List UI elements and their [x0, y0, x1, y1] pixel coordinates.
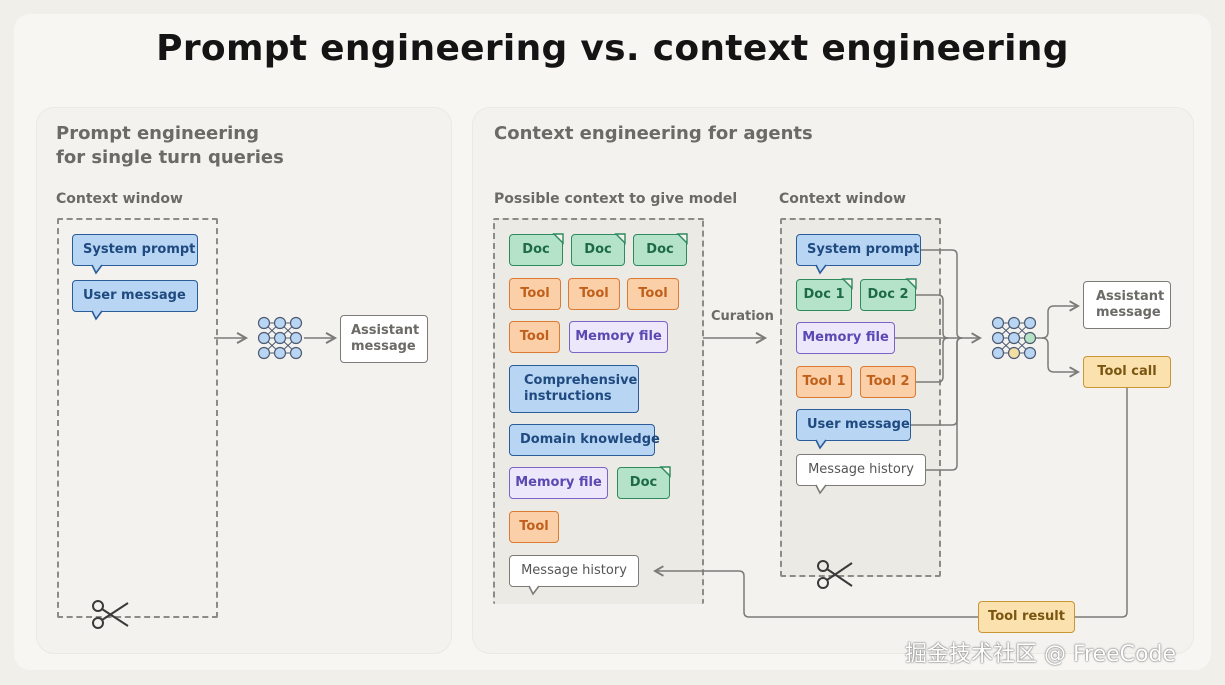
- right-scissors-icon: [817, 560, 853, 589]
- window-doc-1: Doc 1: [796, 279, 852, 311]
- possible-context-label: Possible context to give model: [494, 191, 738, 207]
- tail-window-system: [815, 264, 827, 275]
- doc-corners: [552, 233, 917, 478]
- context-panel-title: Context engineering for agents: [494, 123, 813, 144]
- bubble-tails: [91, 264, 827, 596]
- right-context-window-label: Context window: [779, 191, 906, 207]
- possible-doc-4: Doc: [617, 467, 670, 499]
- window-system-prompt: System prompt: [796, 234, 921, 266]
- possible-tool-5: Tool: [509, 511, 559, 543]
- possible-domain-knowledge: Domain knowledge: [509, 424, 660, 456]
- possible-doc-3: Doc: [633, 234, 687, 266]
- prompt-panel-title-line2: for single turn queries: [56, 147, 284, 168]
- curation-label: Curation: [711, 309, 774, 324]
- right-assistant-line1: Assistant: [1096, 289, 1165, 304]
- window-user-message: User message: [796, 409, 911, 441]
- window-doc-2: Doc 2: [860, 279, 916, 311]
- tail-left-system: [91, 264, 103, 275]
- possible-doc-2: Doc: [571, 234, 625, 266]
- prompt-engineering-panel: [36, 107, 452, 654]
- left-context-window: [57, 218, 218, 618]
- tool-loop-connectors: [653, 388, 1128, 618]
- tail-window-history: [815, 484, 827, 495]
- left-system-prompt-bubble: System prompt: [72, 234, 198, 266]
- possible-tool-1: Tool: [509, 278, 561, 310]
- prompt-panel-title-line1: Prompt engineering: [56, 123, 260, 144]
- possible-message-history: Message history: [509, 555, 639, 587]
- tool-result-box: Tool result: [978, 601, 1075, 633]
- left-scissors-icon: [92, 600, 129, 629]
- tail-window-user: [815, 439, 827, 450]
- prompt-panel-title: Prompt engineering for single turn queri…: [56, 122, 284, 170]
- left-assistant-message-box: Assistant message: [340, 315, 428, 363]
- comprehensive-line1: Comprehensive: [524, 373, 638, 388]
- possible-doc-1: Doc: [509, 234, 563, 266]
- tool-call-box: Tool call: [1083, 356, 1171, 388]
- right-assistant-message-box: Assistant message: [1083, 281, 1171, 329]
- possible-tool-2: Tool: [568, 278, 620, 310]
- window-tool-2: Tool 2: [860, 366, 916, 398]
- left-model-graph-icon: [257, 316, 303, 360]
- window-tool-1: Tool 1: [796, 366, 852, 398]
- page-title: Prompt engineering vs. context engineeri…: [156, 28, 1069, 69]
- window-message-history: Message history: [796, 454, 926, 486]
- model-output-fork: [1036, 300, 1080, 378]
- left-assistant-line1: Assistant: [351, 323, 420, 338]
- right-assistant-line2: message: [1096, 305, 1161, 320]
- possible-comprehensive-instructions: Comprehensive instructions: [509, 365, 639, 413]
- tail-left-user: [91, 310, 103, 321]
- left-user-message-bubble: User message: [72, 280, 198, 312]
- left-context-window-label: Context window: [56, 191, 183, 207]
- possible-tool-3: Tool: [627, 278, 679, 310]
- possible-memory-file-1: Memory file: [569, 321, 668, 353]
- right-model-graph-icon: [991, 316, 1037, 360]
- window-memory-file: Memory file: [796, 322, 895, 354]
- left-assistant-line2: message: [351, 339, 416, 354]
- window-to-model-connectors: [895, 249, 982, 471]
- watermark: 掘金技术社区 @ FreeCode: [905, 642, 1176, 667]
- possible-tool-4: Tool: [509, 321, 560, 353]
- comprehensive-line2: instructions: [524, 389, 612, 404]
- tail-possible-history: [528, 585, 540, 596]
- possible-memory-file-2: Memory file: [509, 467, 608, 499]
